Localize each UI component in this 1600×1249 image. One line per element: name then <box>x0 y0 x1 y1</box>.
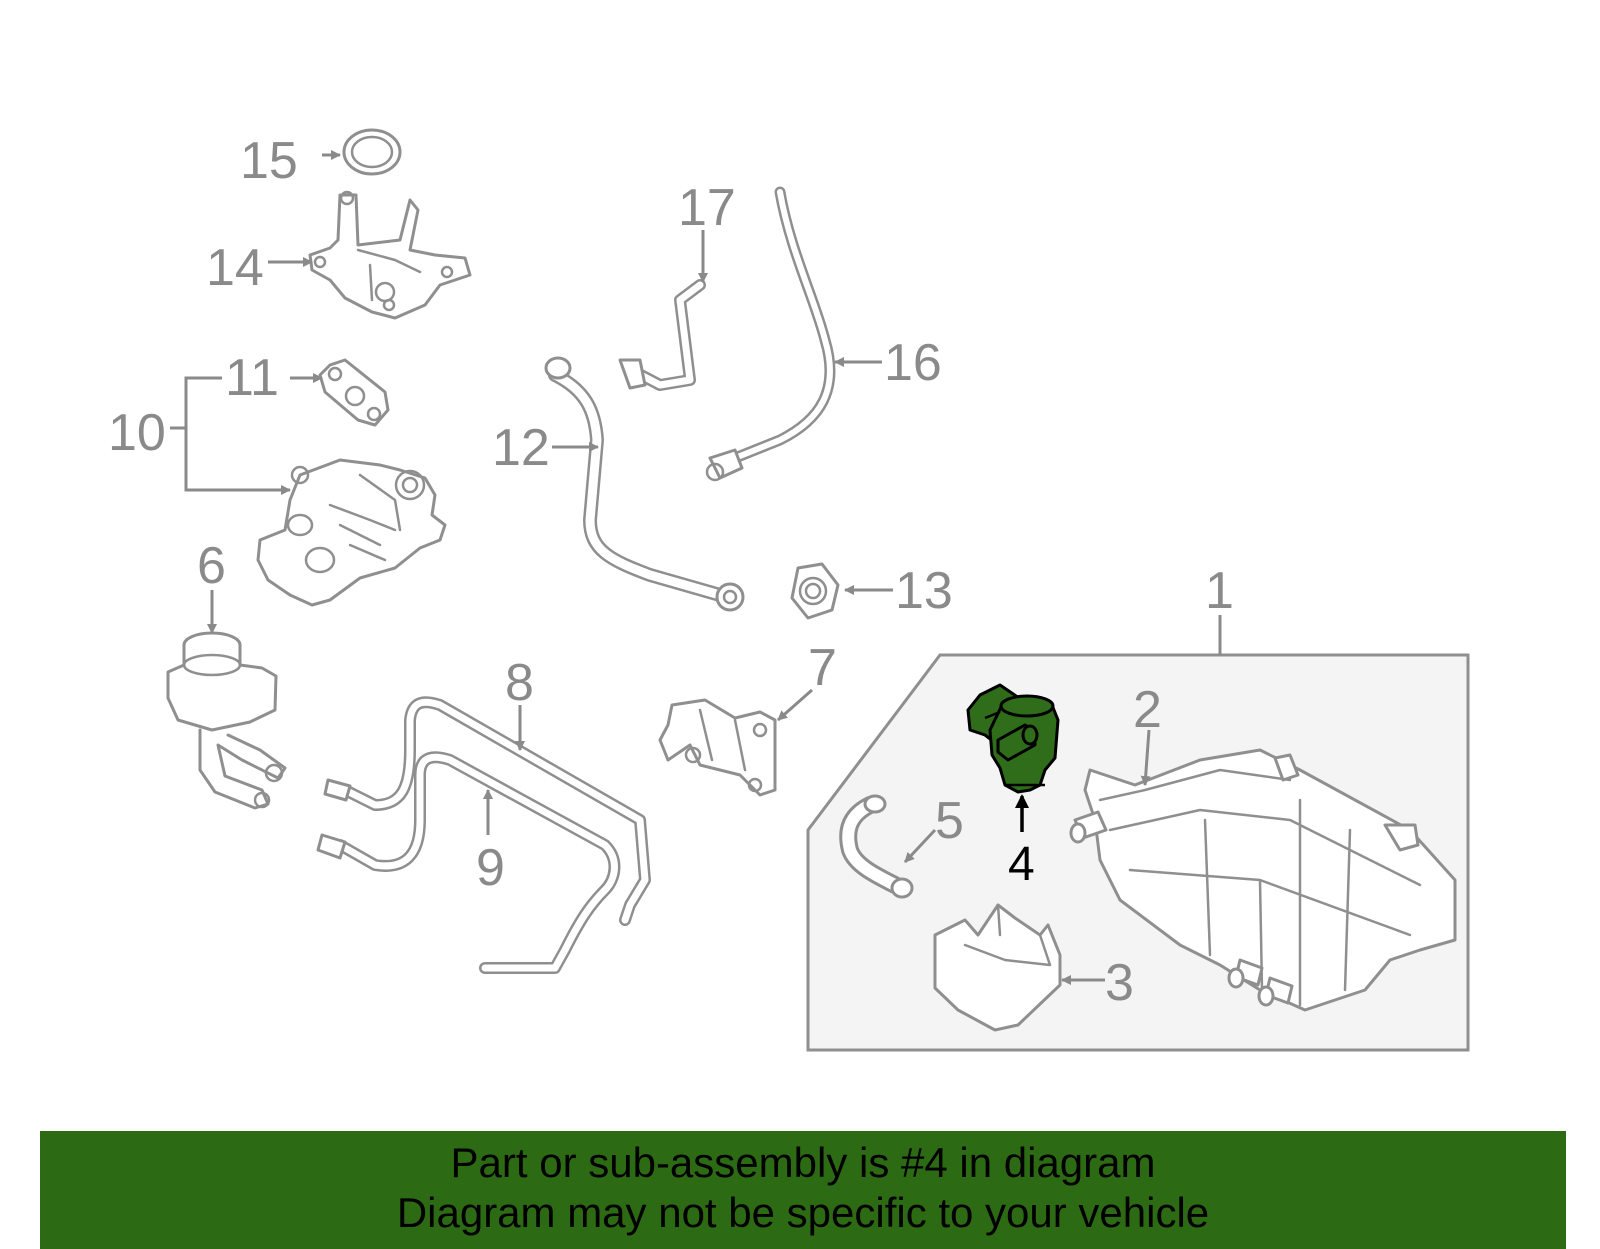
callout-14: 14 <box>206 239 264 297</box>
part-13-nut <box>790 562 840 620</box>
callout-2: 2 <box>1133 681 1162 739</box>
callout-9: 9 <box>476 839 505 897</box>
part-11-gasket <box>318 358 390 427</box>
part-3-cover <box>933 903 1062 1032</box>
part-7-bracket <box>658 698 777 797</box>
callout-16: 16 <box>884 334 942 392</box>
callout-3: 3 <box>1105 954 1134 1012</box>
notice-banner: Part or sub-assembly is #4 in diagram Di… <box>40 1131 1566 1249</box>
callout-15: 15 <box>240 132 298 190</box>
callout-12: 12 <box>492 419 550 477</box>
part-10-pump <box>256 458 447 607</box>
part-8-9-fuel-lines <box>316 696 651 974</box>
callout-8: 8 <box>505 654 534 712</box>
callout-6: 6 <box>197 537 226 595</box>
part-17-hose <box>618 279 706 391</box>
part-16-hose <box>705 186 836 482</box>
callout-7: 7 <box>808 639 837 697</box>
callout-11: 11 <box>225 349 279 407</box>
part-5-hose <box>839 794 914 899</box>
callout-labels: 15 14 11 10 12 17 16 13 1 2 6 7 8 9 5 3 … <box>108 132 1234 1012</box>
part-14-valve-bracket <box>308 190 472 320</box>
part-12-pipe <box>544 356 745 612</box>
part-4-purge-valve-highlighted <box>966 683 1060 794</box>
callout-17: 17 <box>678 179 736 237</box>
banner-line-part-info: Part or sub-assembly is #4 in diagram <box>450 1139 1156 1186</box>
part-2-canister <box>1069 748 1457 1012</box>
callout-1: 1 <box>1205 562 1234 620</box>
callout-10: 10 <box>108 404 166 462</box>
leader-lines <box>170 150 1222 985</box>
parts-diagram: 15 14 11 10 12 17 16 13 1 2 6 7 8 9 5 3 … <box>108 128 1470 1052</box>
banner-line-disclaimer: Diagram may not be specific to your vehi… <box>396 1189 1210 1236</box>
callout-13: 13 <box>895 562 953 620</box>
callout-5: 5 <box>935 792 964 850</box>
callout-4: 4 <box>1008 838 1035 891</box>
part-6-valve <box>166 631 287 810</box>
part-15-o-ring <box>342 128 402 176</box>
